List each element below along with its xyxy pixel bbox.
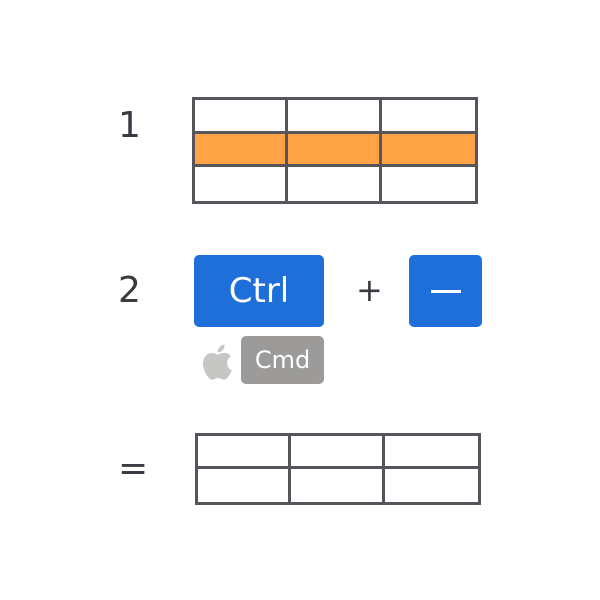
highlighted-cell	[195, 133, 289, 168]
table-cell	[195, 167, 289, 201]
table-cell	[381, 167, 475, 201]
highlighted-cell	[381, 133, 475, 168]
cmd-key: Cmd	[241, 336, 324, 384]
ctrl-key: Ctrl	[194, 255, 324, 327]
result-equals-sign: =	[118, 448, 149, 489]
table-after	[195, 433, 481, 505]
table-cell	[198, 436, 292, 469]
apple-icon	[203, 344, 232, 380]
minus-key	[409, 255, 482, 327]
table-cell	[198, 469, 292, 502]
table-cell	[384, 469, 478, 502]
minus-icon	[430, 289, 461, 293]
step-1-number: 1	[118, 105, 141, 146]
table-cell	[195, 100, 289, 134]
table-cell	[288, 167, 382, 201]
table-cell	[381, 100, 475, 134]
plus-sign: +	[356, 271, 383, 309]
table-before	[192, 97, 478, 204]
highlighted-cell	[288, 133, 382, 168]
table-cell	[288, 100, 382, 134]
step-2-number: 2	[118, 270, 141, 311]
table-cell	[384, 436, 478, 469]
table-cell	[291, 436, 385, 469]
table-cell	[291, 469, 385, 502]
